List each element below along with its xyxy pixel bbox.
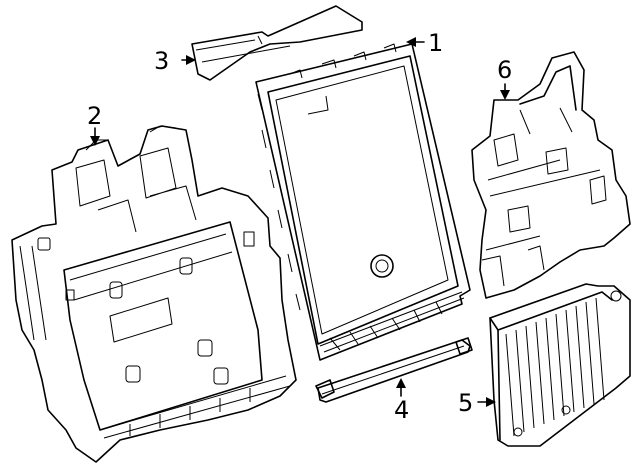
part-1-display[interactable] [255,43,471,361]
callout-5: 5 [458,389,473,417]
part-6-bracket[interactable] [471,51,631,299]
callout-6: 6 [497,56,512,84]
part-3-cover-plate[interactable] [191,5,363,81]
leader-lines [90,37,510,407]
part-2-bracket[interactable] [11,125,297,463]
callout-1: 1 [428,29,443,57]
part-4-strip[interactable] [315,337,473,403]
callout-4: 4 [394,396,409,424]
callout-3: 3 [154,47,169,75]
part-5-module[interactable] [489,283,631,447]
callout-2: 2 [87,102,102,130]
